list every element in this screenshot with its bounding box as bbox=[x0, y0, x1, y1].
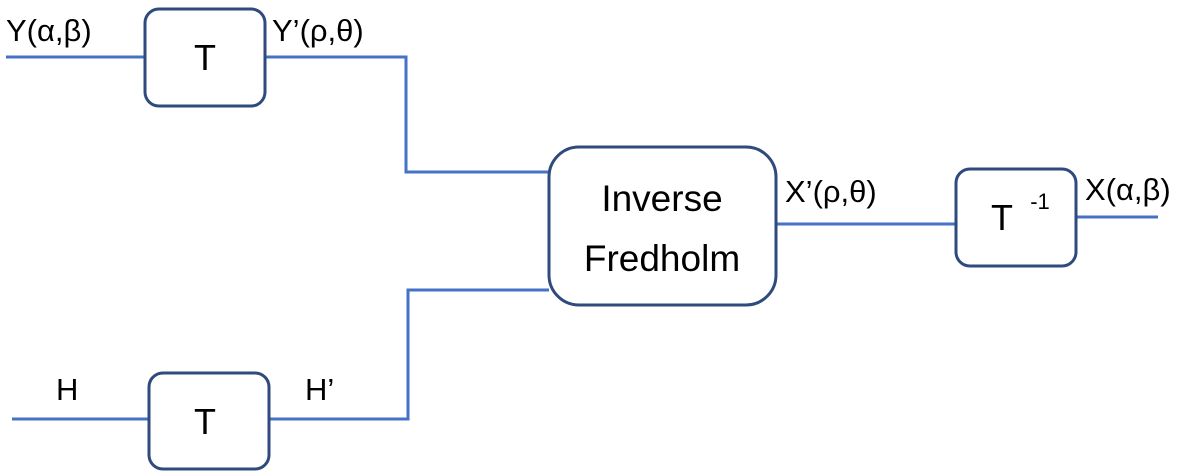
signal-x-transformed-label: X’(ρ,θ) bbox=[785, 174, 877, 209]
block-inverse-fredholm-line1: Inverse bbox=[601, 178, 722, 219]
block-t-inverse-label: T bbox=[991, 197, 1013, 238]
block-inverse-fredholm-frame bbox=[547, 145, 778, 307]
block-t-top-label: T bbox=[194, 37, 216, 78]
block-t-bottom-label: T bbox=[194, 401, 216, 442]
signal-h-transformed-label: H’ bbox=[305, 372, 334, 407]
block-t-inverse-exponent: -1 bbox=[1030, 189, 1050, 214]
signal-y-transformed-label: Y’(ρ,θ) bbox=[272, 13, 364, 48]
signal-h-input-label: H bbox=[56, 372, 78, 407]
block-inverse-fredholm-line2: Fredholm bbox=[584, 238, 740, 279]
signal-x-output-label: X(α,β) bbox=[1085, 172, 1171, 207]
block-t-top: T bbox=[143, 7, 267, 108]
block-t-top-frame bbox=[143, 7, 267, 108]
signal-y-input-label: Y(α,β) bbox=[6, 13, 92, 48]
block-t-bottom-frame bbox=[147, 371, 271, 471]
block-t-inverse-frame bbox=[954, 167, 1078, 268]
block-t-inverse: T -1 bbox=[954, 167, 1078, 268]
wire-h-transformed bbox=[269, 288, 549, 421]
block-inverse-fredholm: Inverse Fredholm bbox=[547, 145, 778, 307]
wire-y-transformed bbox=[265, 55, 549, 174]
block-t-bottom: T bbox=[147, 371, 271, 471]
